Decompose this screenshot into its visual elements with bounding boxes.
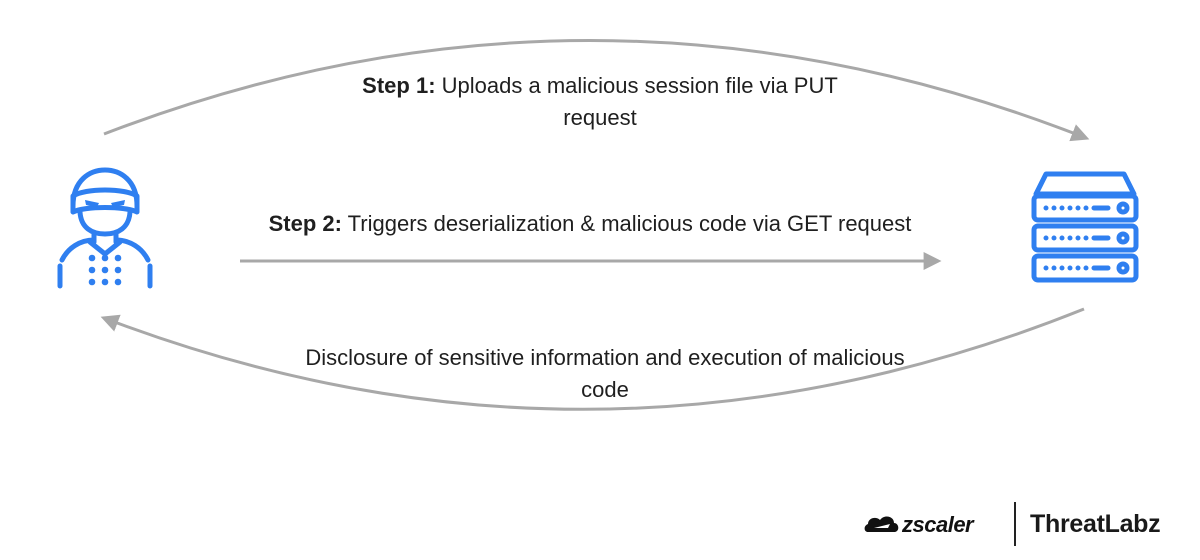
server-rack-icon xyxy=(1026,166,1144,286)
zscaler-wordmark: zscaler xyxy=(901,512,975,537)
threatlabz-wordmark: ThreatLabz xyxy=(1030,510,1161,538)
branding-footer: zscaler ThreatLabz xyxy=(862,502,1182,548)
step1-description: Step 1: Uploads a malicious session file… xyxy=(330,70,870,134)
step3-text: Disclosure of sensitive information and … xyxy=(305,345,905,402)
step3-arrow xyxy=(100,307,1085,411)
step2-text: Triggers deserialization & malicious cod… xyxy=(341,211,912,236)
step1-arrow xyxy=(103,39,1090,142)
hacker-icon xyxy=(50,162,160,290)
step2-label: Step 2: xyxy=(268,211,342,236)
step1-label: Step 1: xyxy=(362,73,436,98)
step2-description: Step 2: Triggers deserialization & malic… xyxy=(230,208,950,240)
step1-text: Uploads a malicious session file via PUT… xyxy=(435,73,838,130)
zscaler-logo: zscaler xyxy=(862,510,1002,540)
step3-description: Disclosure of sensitive information and … xyxy=(300,342,910,406)
brand-divider xyxy=(1014,502,1016,546)
